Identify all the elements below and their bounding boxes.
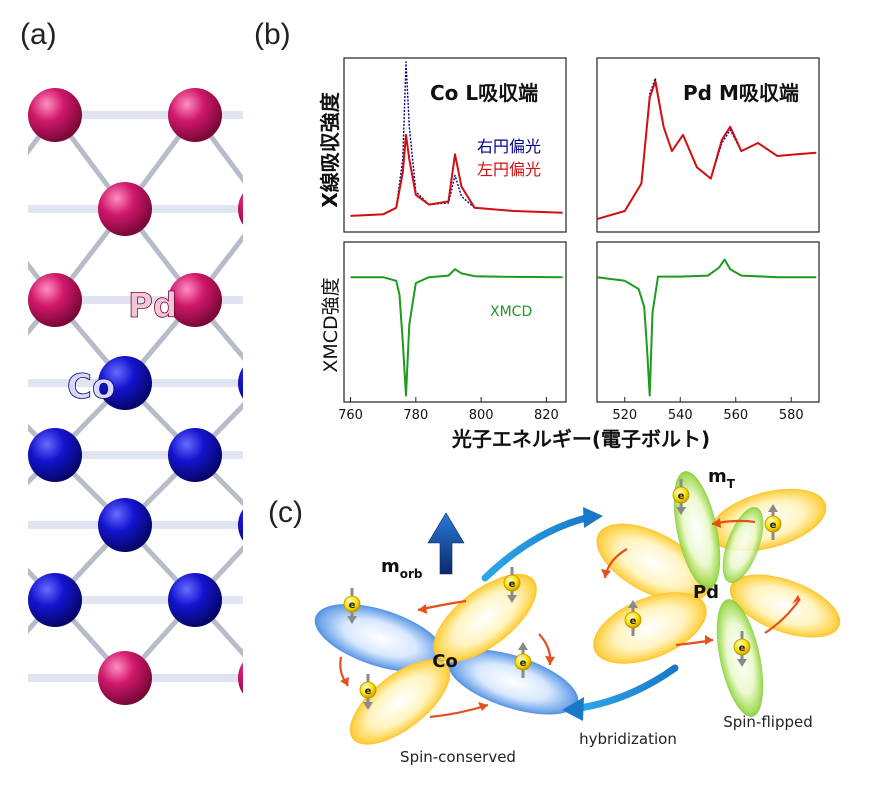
co-atom [0,498,12,552]
spectrum-line [350,61,563,217]
co-atom [238,509,243,541]
co-atom-label: Co [67,367,115,407]
y-axis-label-xmcd: XMCD強度 [320,277,342,372]
co-atom [168,428,222,482]
co-atom [0,356,12,410]
co-lobe-right [447,649,579,715]
pd-edge-title: Pd M吸収端 [683,81,799,105]
co-atom [28,428,82,482]
pd-atom [98,182,152,236]
electron-hop-arrowheads [340,518,800,711]
co-atom [98,498,152,552]
pd-green-lobe-bottom [716,599,764,717]
co-xas-frame [343,57,567,233]
x-tick-label: 560 [723,408,748,423]
spin-flipped-label: Spin-flipped [723,713,813,731]
panel-label-c: (c) [268,496,303,529]
xmcd-series-label: XMCD [490,304,532,320]
lattice-atoms [0,88,243,705]
electron: e [733,631,751,667]
orbital-moment-arrow [427,512,465,575]
co-lobe-lower [349,659,451,745]
pd-green-lobe-side [722,507,764,583]
x-tick-label: 760 [338,408,363,423]
co-d-orbital: Co [314,573,579,745]
x-tick-label: 800 [469,408,494,423]
electron: e [503,567,521,603]
co-atom [168,573,222,627]
orange-arrow-4 [429,703,489,719]
pd-atom [238,662,243,694]
hybridization-label: hybridization [579,730,677,748]
orbital-hybridization-diagram: Co Pd morb mT [314,466,841,766]
electrons: e e e e e e e e [343,479,782,710]
electron: e [672,479,690,515]
y-axis-label-xas: X線吸収強度 [318,91,342,207]
pd-lobe-ll [593,592,707,664]
pd-atom [98,651,152,705]
spectra-curves [350,61,817,397]
xas-xmcd-spectra: 760 780 800 820 520 540 560 580 Co L吸収端 Pd M吸収端… [318,57,820,451]
pd-atom [28,273,82,327]
spectrum-line [596,258,817,397]
svg-text:e: e [739,643,746,654]
x-tick-label: 780 [403,408,428,423]
spectrum-line [596,80,817,221]
pd-lobe-ul [596,523,710,603]
co-edge-title: Co L吸収端 [430,81,538,105]
pd-atom [168,273,222,327]
svg-text:e: e [520,658,527,669]
hybridization-arrow-top [481,513,594,582]
hybridization-arrowhead-top [583,507,603,528]
svg-text:e: e [678,491,685,502]
pd-center-label: Pd [693,582,719,603]
x-tick-label: 580 [779,408,804,423]
pd-d-orbital: Pd [593,471,841,717]
co-atom [238,367,243,399]
electron: e [514,642,532,678]
co-atom [98,356,152,410]
m-t-label: mT [708,466,736,491]
svg-text:e: e [509,579,516,590]
pd-xmcd-frame [596,241,820,403]
legend-right-circular: 右円偏光 [477,137,541,156]
pd-atom-label: Pd [128,286,177,326]
x-tick-label: 540 [668,408,693,423]
pd-atom [0,651,12,705]
pd-atom [28,88,82,142]
pd-lobe-lr [729,574,841,638]
pd-atom [0,182,12,236]
pd-xas-frame [596,57,820,233]
x-tick-label: 520 [612,408,637,423]
pd-atom [168,88,222,142]
spin-conserved-label: Spin-conserved [400,748,516,766]
svg-text:e: e [770,520,777,531]
m-orb-label: morb [381,556,423,581]
panel-label-a: (a) [20,18,57,51]
svg-text:e: e [365,686,372,697]
svg-text:e: e [630,616,637,627]
hybridization-arrowhead-bottom [562,697,584,721]
co-center-label: Co [432,651,458,672]
x-tick-label: 820 [534,408,559,423]
orange-arrow-8 [764,598,801,634]
pd-atom [238,193,243,225]
spectrum-line [350,268,563,397]
panel-label-b: (b) [254,18,291,51]
x-axis-ticks: 760 780 800 820 520 540 560 580 [338,397,804,423]
electron: e [764,504,782,540]
hybridization-arrow-bottom [576,664,679,712]
legend-left-circular: 左円偏光 [477,160,541,179]
co-lobe-left [314,604,446,672]
electron: e [343,588,361,624]
spectrum-line [350,133,563,217]
atomic-lattice [0,88,243,705]
x-axis-label: 光子エネルギー(電子ボルト) [451,427,710,451]
electron: e [359,674,377,710]
electron: e [624,600,642,636]
co-atom [28,573,82,627]
co-xmcd-frame [343,241,567,403]
svg-text:e: e [349,600,356,611]
